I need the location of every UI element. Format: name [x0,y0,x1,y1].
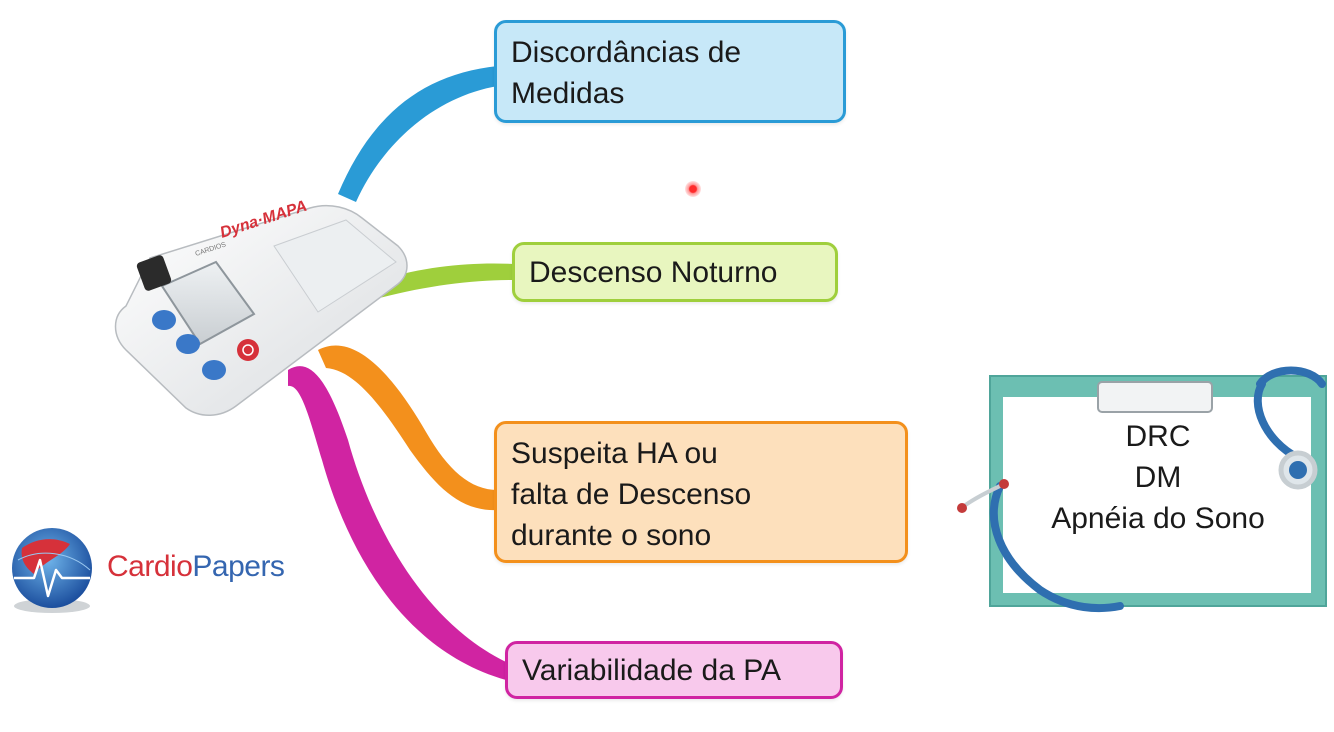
clipboard-text: DRC DM Apnéia do Sono [1008,416,1308,539]
node-bp-variability[interactable]: Variabilidade da PA [505,641,843,699]
clipboard-clip [1097,381,1213,413]
bp-monitor-device: Dyna·MAPA CARDIOS [114,198,408,416]
clipboard-line-sleep-apnea: Apnéia do Sono [1051,502,1265,535]
stethoscope-icon [957,366,1326,613]
node-measurement-discordance[interactable]: Discordâncias de Medidas [494,20,846,123]
logo-text-cardio: Cardio [107,550,193,583]
branch-nocturnal-dipping [368,263,514,300]
cardiopapers-logo-text: CardioPapers [107,548,285,586]
clipboard-illustration [957,366,1327,613]
branch-suspected-hypertension [318,345,498,511]
down-button-icon [176,334,200,354]
globe-ecg-icon [12,528,92,613]
up-button-icon [152,310,176,330]
branch-bp-variability [288,366,506,680]
clipboard-line-drc: DRC [1125,420,1191,453]
branch-measurement-discordance [338,66,498,202]
node-nocturnal-dipping[interactable]: Descenso Noturno [512,242,838,302]
logo-text-papers: Papers [192,550,285,583]
clipboard-line-dm: DM [1134,461,1182,494]
node-suspected-hypertension[interactable]: Suspeita HA ou falta de Descenso durante… [494,421,908,563]
enter-button-icon [202,360,226,380]
power-button-icon [237,339,259,361]
laser-pointer-icon [685,181,701,197]
